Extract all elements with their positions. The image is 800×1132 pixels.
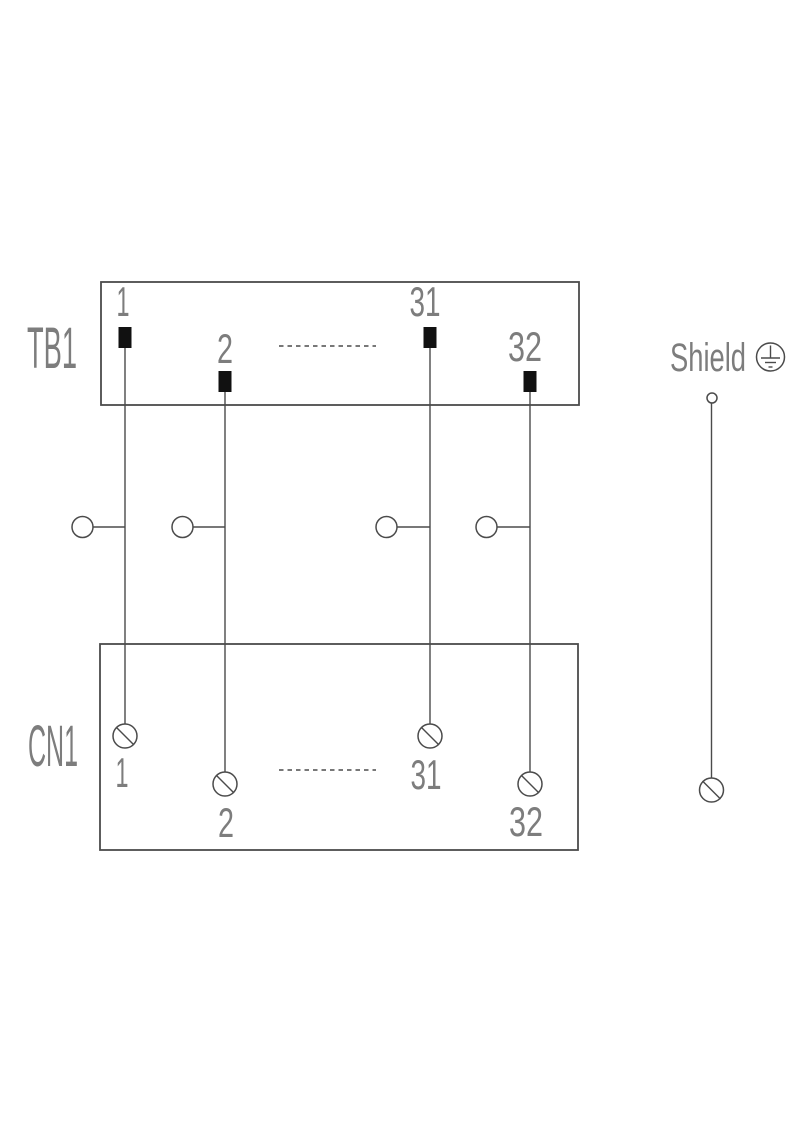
shield-run: Shield (670, 336, 786, 803)
tb1-terminal-block: TB1 1 2 31 32 (27, 278, 580, 406)
shield-label: Shield (670, 336, 746, 380)
cn1-pin-1-screw-slash (115, 726, 135, 746)
tb1-pin-32-number: 32 (508, 323, 542, 370)
cn1-pin-31-number: 31 (411, 751, 442, 798)
wire-4-tap-circle (475, 515, 498, 539)
shield-node-circle (706, 392, 718, 404)
shield-screw-slash (702, 780, 721, 800)
tb1-pin-1-contact (118, 327, 132, 348)
cn1-pin-31-terminal (417, 723, 443, 749)
cn1-pin-2-number: 2 (218, 799, 234, 846)
tb1-box-outline (100, 281, 580, 406)
shield-terminal (698, 777, 725, 803)
earth-ground-icon (755, 342, 786, 372)
wire-2-tap-circle (171, 515, 194, 539)
cn1-pin-32-number: 32 (509, 798, 543, 845)
tb1-pin-31-contact (423, 327, 437, 348)
tb1-pin-32-contact (523, 371, 537, 392)
tb1-pin-1-number: 1 (117, 278, 130, 325)
cn1-pin-2-screw-slash (215, 774, 235, 794)
tb1-pin-31-number: 31 (410, 278, 441, 325)
cn1-pin-31-screw-slash (420, 726, 440, 746)
cn1-pin-32-terminal (517, 771, 543, 797)
cn1-pin-1-number: 1 (116, 749, 129, 796)
tb1-pin-2-contact (218, 371, 232, 392)
cn1-pin-2-terminal (212, 771, 238, 797)
tb1-pin-2-number: 2 (217, 325, 233, 372)
cn1-pin-32-screw-slash (520, 774, 540, 794)
wire-3-tap-circle (375, 515, 398, 539)
wires (124, 348, 531, 772)
tb1-label: TB1 (27, 316, 77, 381)
cn1-connector: CN1 1 2 31 32 (28, 643, 579, 851)
cn1-pin-1-terminal (112, 723, 138, 749)
cn1-box-outline (99, 643, 579, 851)
wire-tap-points (71, 515, 530, 539)
cn1-label: CN1 (28, 714, 78, 779)
wire-1-tap-circle (71, 515, 94, 539)
